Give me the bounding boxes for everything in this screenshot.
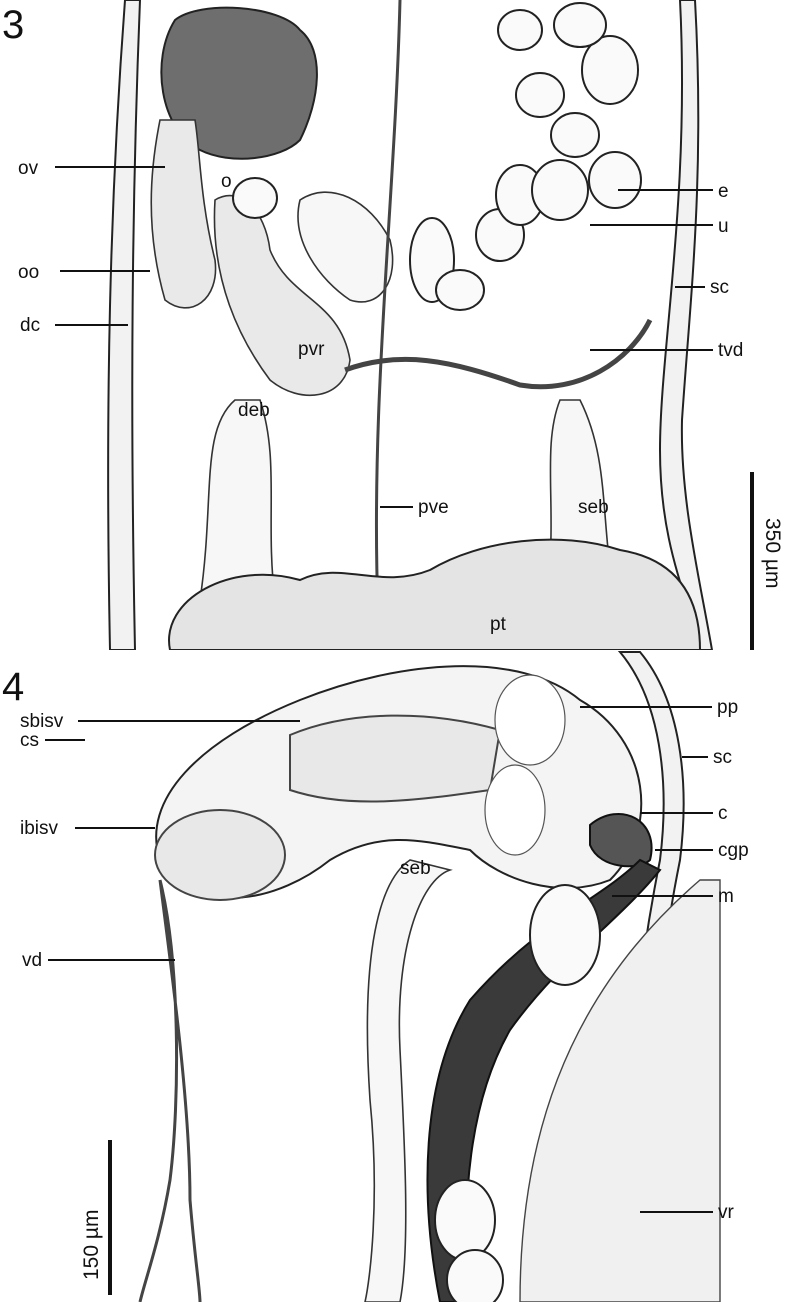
egg (550, 112, 600, 158)
egg (434, 1179, 496, 1261)
label-oo: oo (18, 262, 39, 283)
figure-4: 4 pp sbisv cs sc c ibisv cgp (2, 651, 749, 1302)
transverse-vitelline-duct (344, 318, 653, 390)
label-e: e (718, 181, 729, 202)
label-sbisv: sbisv (20, 711, 64, 732)
egg (515, 72, 565, 118)
label-ov: ov (18, 158, 39, 179)
internal-seminal-vesicle (154, 809, 286, 901)
label-pvr: pvr (298, 339, 325, 360)
label-o: o (221, 171, 232, 192)
prostatic-cells (494, 674, 566, 766)
label-cgp: cgp (718, 840, 749, 861)
label-vd: vd (22, 950, 42, 971)
label-dc: dc (20, 315, 40, 336)
figure-3: 3 o ov oo dc (2, 0, 784, 651)
label-c: c (718, 803, 728, 824)
excretory-vessel (374, 0, 402, 611)
label-pt: pt (490, 614, 507, 635)
egg (581, 35, 639, 105)
label-vr: vr (718, 1202, 735, 1223)
testes (168, 538, 702, 651)
seminal-receptacle (213, 194, 351, 397)
label-seb-4: seb (400, 858, 431, 879)
right-body-wall (658, 0, 714, 651)
prostatic-cells (484, 764, 546, 856)
egg (529, 884, 601, 986)
label-m: m (718, 886, 734, 907)
label-pp: pp (717, 697, 738, 718)
uterus-loop (297, 191, 394, 303)
label-deb: deb (238, 400, 270, 421)
scale-bar-3-label: 350 µm (761, 518, 784, 588)
seminal-vesicle-segment (289, 714, 502, 803)
dorsal-excretory-bulb (199, 399, 276, 601)
label-pve: pve (418, 497, 449, 518)
egg (531, 159, 589, 221)
egg (553, 2, 607, 48)
secondary-excretory-bulb (364, 859, 453, 1302)
label-sc-3: sc (710, 277, 729, 298)
egg (435, 269, 485, 311)
vas-deferens (138, 879, 202, 1302)
ovary (160, 6, 318, 160)
scale-bar-4-label: 150 µm (80, 1210, 103, 1280)
label-u: u (718, 216, 729, 237)
label-seb-3: seb (578, 497, 609, 518)
egg (588, 151, 642, 209)
panel-number-4: 4 (2, 665, 24, 709)
panel-number-3: 3 (2, 3, 24, 47)
label-tvd: tvd (718, 340, 743, 361)
egg (232, 177, 278, 219)
label-ibisv: ibisv (20, 818, 59, 839)
label-sc-4: sc (713, 747, 732, 768)
vitellarium (519, 879, 721, 1302)
egg (497, 9, 543, 51)
label-cs: cs (20, 730, 39, 751)
egg (446, 1249, 504, 1302)
ootype (150, 119, 217, 309)
cirrus (589, 813, 653, 868)
